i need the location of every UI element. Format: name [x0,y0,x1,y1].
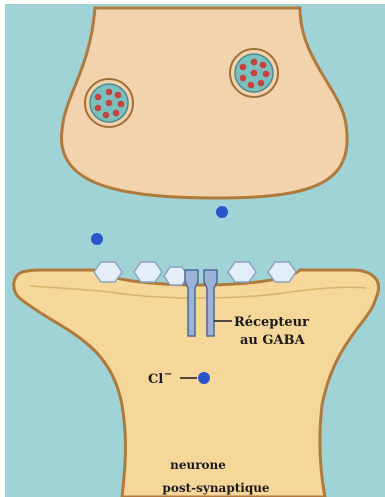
neuron-label-line2: post-synaptique [162,481,270,495]
synaptic-vesicle-icon [230,49,278,97]
chloride-ion-icon [198,372,210,384]
ion-label: Cl [148,372,163,387]
ion-charge-label: − [164,369,172,380]
top-border [0,0,385,4]
receptor-label-line2: au GABA [240,333,306,348]
neurotransmitter-dot-icon [91,233,103,245]
neuron-label-line1: neurone [170,458,226,472]
receptor-label-line1: Récepteur [234,315,309,330]
synaptic-vesicle-icon [85,79,133,127]
neurotransmitter-dot-icon [216,206,228,218]
